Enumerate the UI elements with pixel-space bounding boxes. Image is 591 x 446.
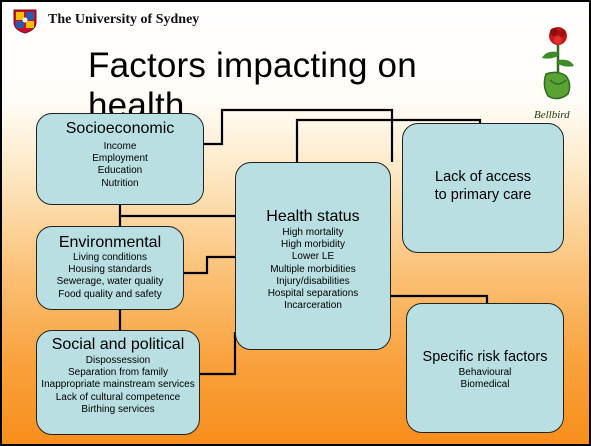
health-status-box: Health status High mortality High morbid… bbox=[235, 162, 391, 350]
university-crest-icon bbox=[12, 8, 38, 34]
environmental-item: Sewerage, water quality bbox=[56, 276, 164, 288]
environmental-item: Food quality and safety bbox=[58, 288, 162, 300]
environmental-item: Housing standards bbox=[68, 264, 152, 276]
risk-factors-item: Biomedical bbox=[460, 379, 510, 391]
access-box: Lack of access to primary care bbox=[402, 123, 564, 253]
socioeconomic-heading: Socioeconomic bbox=[65, 120, 175, 137]
health-status-item: High mortality bbox=[282, 227, 344, 238]
health-status-item: Multiple morbidities bbox=[270, 263, 356, 275]
risk-factors-box: Specific risk factors Behavioural Biomed… bbox=[406, 303, 564, 433]
institution-name: The University of Sydney bbox=[48, 12, 200, 27]
health-status-heading: Health status bbox=[266, 208, 360, 225]
social-political-heading: Social and political bbox=[51, 336, 185, 353]
socioeconomic-item: Income bbox=[103, 141, 137, 152]
health-status-item: Injury/disabilities bbox=[276, 275, 350, 287]
health-status-item: High morbidity bbox=[281, 239, 345, 251]
risk-factors-heading: Specific risk factors bbox=[422, 349, 548, 365]
socioeconomic-item: Nutrition bbox=[101, 177, 139, 189]
risk-factors-item: Behavioural bbox=[458, 367, 512, 378]
social-political-item: Separation from family bbox=[67, 367, 169, 379]
health-status-item: Incarceration bbox=[284, 300, 342, 312]
environmental-box: Environmental Living conditions Housing … bbox=[36, 226, 184, 310]
social-political-item: Lack of cultural competence bbox=[55, 391, 181, 403]
access-heading-line1: Lack of access bbox=[435, 169, 531, 185]
logo-caption: Bellbird bbox=[534, 109, 570, 121]
social-political-item: Birthing services bbox=[81, 403, 155, 415]
health-status-item: Hospital separations bbox=[267, 288, 359, 300]
socioeconomic-box: Socioeconomic Income Employment Educatio… bbox=[36, 113, 204, 205]
environmental-heading: Environmental bbox=[58, 234, 162, 251]
social-political-box: Social and political Dispossession Separ… bbox=[36, 330, 200, 435]
environmental-item: Living conditions bbox=[73, 252, 147, 263]
bellbird-logo-icon: Bellbird bbox=[528, 22, 586, 122]
social-political-item: Inappropriate mainstream services bbox=[41, 379, 195, 391]
social-political-item: Dispossession bbox=[85, 355, 151, 366]
socioeconomic-item: Education bbox=[97, 165, 143, 177]
health-status-item: Lower LE bbox=[291, 251, 335, 263]
access-heading-line2: to primary care bbox=[434, 187, 532, 203]
socioeconomic-item: Employment bbox=[92, 153, 148, 165]
